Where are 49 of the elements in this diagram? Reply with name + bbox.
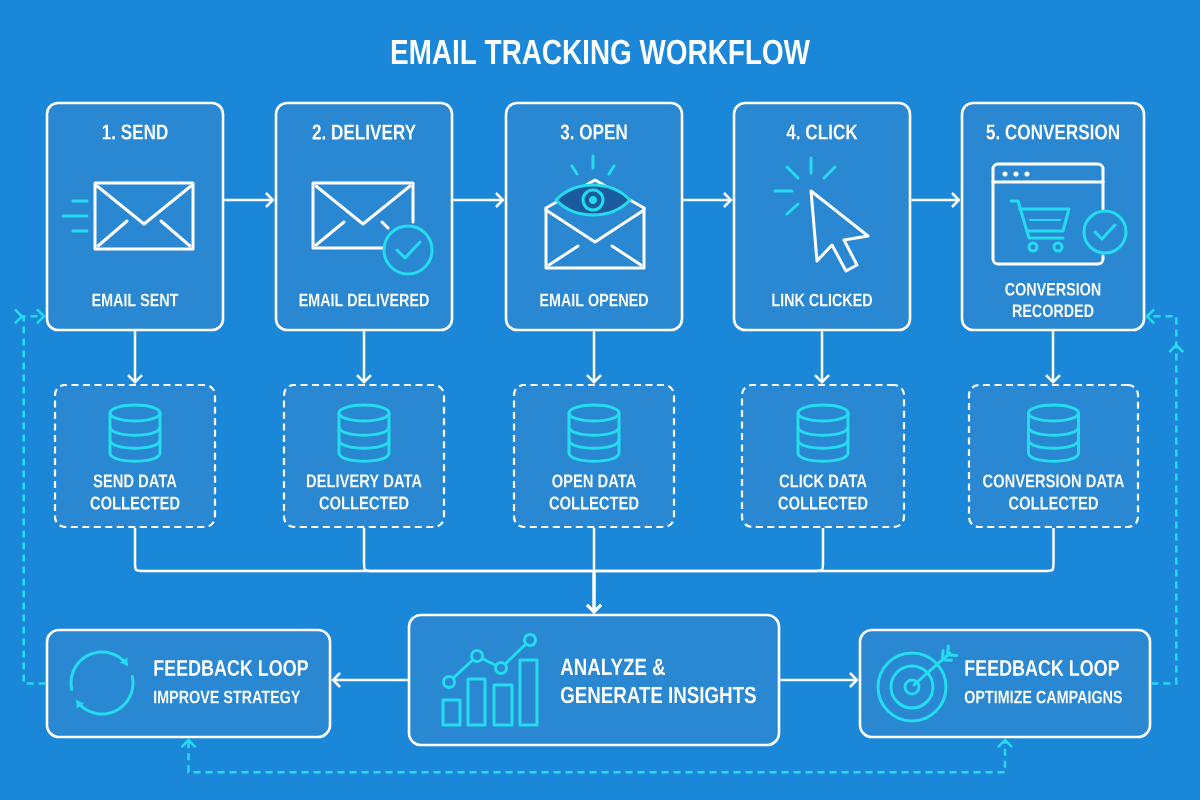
step-title: 3. OPEN [560, 124, 627, 140]
title: EMAIL TRACKING WORKFLOW [391, 39, 810, 65]
step-title: 1. SEND [102, 124, 168, 140]
arrow [1045, 331, 1061, 384]
arrow [224, 192, 275, 208]
step-caption: LINK CLICKED [772, 293, 872, 307]
step-box [45, 101, 225, 332]
step-box [732, 101, 912, 332]
arrow [780, 672, 859, 688]
step-box [504, 101, 684, 332]
arrow [683, 192, 733, 208]
arrow [453, 192, 505, 208]
panel-caption: OPTIMIZE CAMPAIGNS [964, 690, 1122, 704]
step-caption: EMAIL SENT [92, 293, 179, 307]
step-caption: EMAIL DELIVERED [299, 293, 429, 307]
dashed-arrow [1145, 308, 1185, 685]
panel-box [45, 628, 332, 739]
panel-title: FEEDBACK LOOP [965, 660, 1119, 676]
data-caption: SEND DATA COLLECTED [90, 474, 180, 510]
data-caption: CLICK DATA COLLECTED [778, 474, 868, 510]
dashed-box [740, 383, 906, 529]
arrow [586, 331, 602, 384]
step-caption: EMAIL OPENED [540, 293, 648, 307]
panel-box [407, 613, 781, 747]
dashed-arrow [14, 308, 46, 685]
step-box [960, 101, 1146, 332]
arrow [127, 331, 143, 384]
dashed-box [282, 383, 446, 529]
step-title: 4. CLICK [786, 124, 858, 140]
data-caption: OPEN DATA COLLECTED [549, 474, 639, 510]
step-box [274, 101, 454, 332]
dashed-box [967, 383, 1140, 529]
data-caption: CONVERSION DATA COLLECTED [983, 474, 1125, 510]
arrow [586, 528, 1055, 614]
dashed-arrow [180, 738, 1013, 774]
step-title: 2. DELIVERY [312, 124, 416, 140]
data-caption: DELIVERY DATA COLLECTED [306, 474, 422, 510]
dashed-box [53, 383, 217, 529]
arrow [911, 192, 961, 208]
arrow [356, 331, 372, 384]
dashed-box [512, 383, 676, 529]
panel-caption: IMPROVE STRATEGY [154, 690, 301, 704]
panel-caption: ANALYZE & GENERATE INSIGHTS [560, 658, 756, 704]
panel-box [858, 628, 1152, 739]
panel-title: FEEDBACK LOOP [154, 660, 308, 676]
arrow [814, 331, 830, 384]
step-title: 5. CONVERSION [986, 124, 1119, 140]
step-caption: CONVERSION RECORDED [1005, 282, 1101, 318]
arrow [331, 672, 408, 688]
